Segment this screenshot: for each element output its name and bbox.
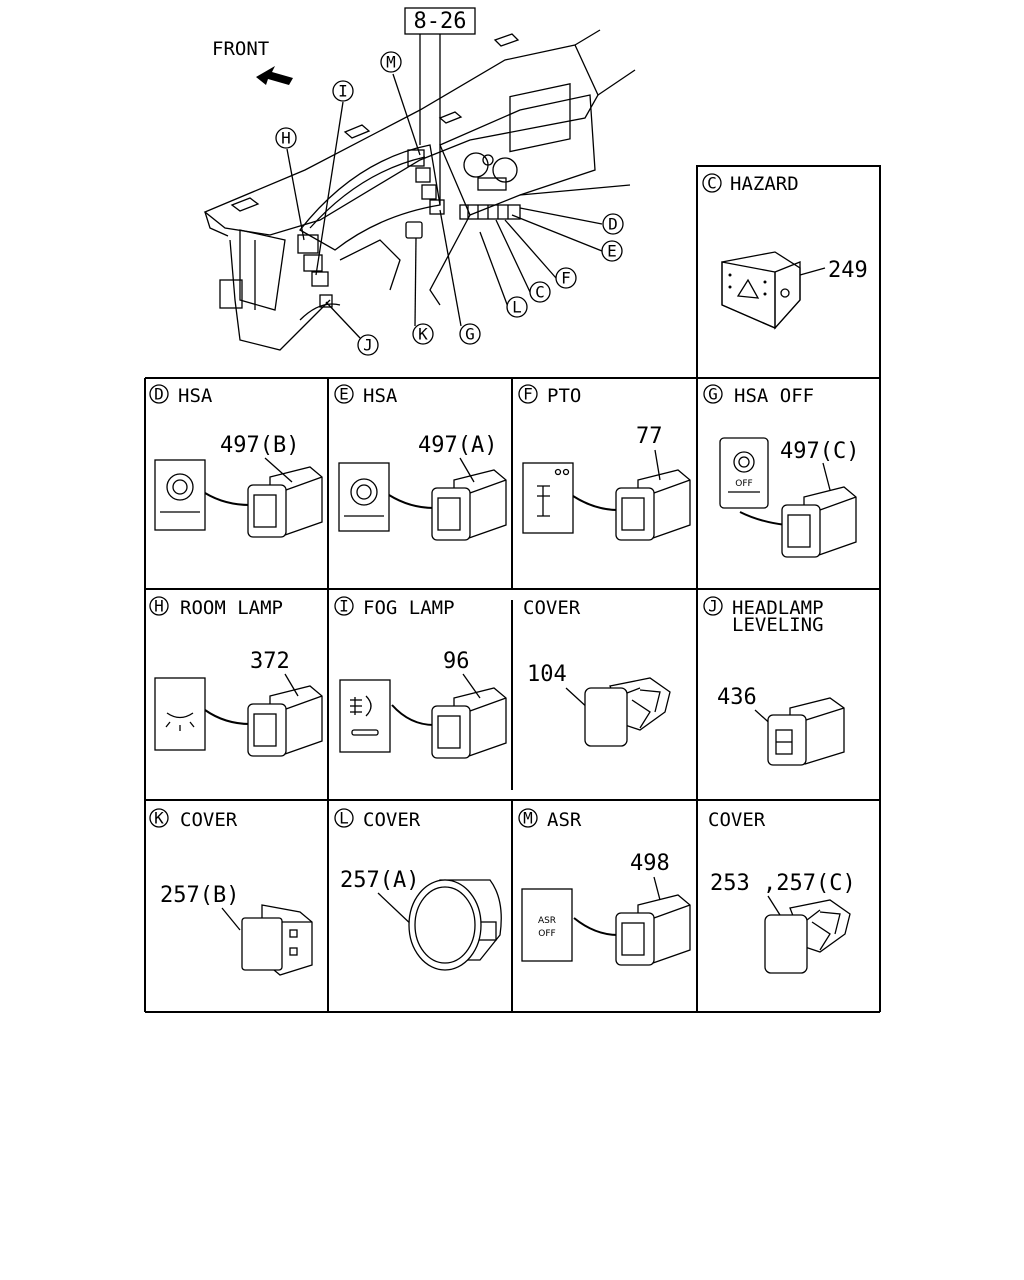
part-number: 249	[828, 258, 868, 283]
panel-title: COVER	[180, 809, 238, 831]
panel-letter: C	[707, 174, 717, 193]
callout-i: I	[338, 82, 348, 101]
panel-title-line2: LEVELING	[732, 614, 824, 636]
hazard-switch-icon	[721, 251, 801, 330]
callout-d: D	[608, 215, 618, 234]
panel-pto: F PTO 77	[518, 384, 691, 541]
panel-room-lamp: H ROOM LAMP 372	[149, 596, 323, 757]
callout-l: L	[512, 298, 522, 317]
part-number: 497(B)	[220, 433, 299, 458]
hsa-label-icon	[338, 462, 390, 532]
overview-callouts: M I H D E F C L G K J	[275, 51, 624, 356]
part-number: 372	[250, 649, 290, 674]
round-cover-icon	[408, 879, 502, 971]
hsa-label-icon	[154, 459, 206, 531]
leveling-switch-icon	[767, 697, 845, 766]
panel-hazard: C HAZARD 249	[702, 173, 868, 330]
panel-letter: J	[708, 597, 718, 616]
callout-j: J	[363, 336, 373, 355]
panel-hsa-b: D HSA 497(B)	[149, 384, 323, 538]
part-number: 497(C)	[780, 439, 859, 464]
panel-title: HAZARD	[730, 173, 799, 195]
pto-label-icon	[522, 462, 574, 534]
panel-asr: M ASR 498 ASR OFF	[518, 808, 691, 966]
panel-headlamp-leveling: J HEADLAMP LEVELING 436	[703, 596, 845, 766]
panel-title: HSA OFF	[734, 385, 814, 407]
switch-body-icon	[431, 687, 507, 759]
panel-title: PTO	[547, 385, 581, 407]
dashboard-overview: 8-26 FRONT	[203, 7, 636, 351]
reference-number: 8-26	[414, 9, 467, 34]
panel-hsa-a: E HSA 497(A)	[334, 384, 507, 541]
panel-letter: I	[339, 597, 349, 616]
panel-hsa-off: G HSA OFF 497(C) OFF	[703, 384, 859, 558]
part-number: 436	[717, 685, 757, 710]
callout-h: H	[281, 129, 291, 148]
panel-letter: K	[154, 809, 164, 828]
asr-label-icon	[521, 888, 573, 962]
callout-g: G	[465, 325, 475, 344]
blank-cover-icon	[241, 904, 313, 976]
panel-cover-257b: K COVER 257(B)	[149, 808, 313, 976]
part-number: 498	[630, 851, 670, 876]
part-number: 257(B)	[160, 883, 239, 908]
callout-m: M	[386, 53, 396, 72]
part-number: 497(A)	[418, 433, 497, 458]
panel-letter: H	[154, 597, 164, 616]
panel-title: ASR	[547, 809, 582, 831]
panel-cover-253-257c: COVER 253 ,257(C)	[708, 809, 856, 974]
switch-text-line2: OFF	[538, 929, 555, 939]
cover-icon	[764, 899, 851, 974]
callout-e: E	[607, 242, 617, 261]
callout-f: F	[561, 269, 571, 288]
panel-cover-257a: L COVER 257(A)	[334, 808, 502, 971]
front-label: FRONT	[212, 38, 269, 60]
panel-letter: D	[154, 385, 164, 404]
fog-lamp-label-icon	[339, 679, 391, 753]
panel-title: COVER	[523, 597, 581, 619]
switch-body-icon	[615, 894, 691, 966]
switch-text: OFF	[735, 479, 752, 489]
panel-title: ROOM LAMP	[180, 597, 283, 619]
part-number: 96	[443, 649, 470, 674]
panel-title: COVER	[708, 809, 766, 831]
callout-k: K	[418, 325, 428, 344]
panel-fog-lamp: I FOG LAMP 96	[334, 596, 507, 759]
panel-title-line1: HEADLAMP	[732, 597, 824, 619]
part-number: 257(A)	[340, 868, 419, 893]
panel-title: COVER	[363, 809, 421, 831]
hsa-off-label-icon	[719, 437, 769, 509]
switch-text-line1: ASR	[538, 916, 556, 926]
panel-cover-104: COVER 104	[523, 597, 671, 747]
switch-body-icon	[431, 469, 507, 541]
switch-body-icon	[615, 469, 691, 541]
part-number: 77	[636, 424, 663, 449]
panel-letter: F	[523, 385, 533, 404]
room-lamp-label-icon	[154, 677, 206, 751]
callout-c: C	[535, 283, 545, 302]
panel-letter: E	[339, 385, 349, 404]
panel-title: HSA	[178, 385, 213, 407]
panel-letter: M	[523, 809, 533, 828]
part-number: 104	[527, 662, 567, 687]
front-arrow-icon	[256, 66, 293, 85]
switch-body-icon	[247, 466, 323, 538]
cover-icon	[584, 677, 671, 747]
panel-title: FOG LAMP	[363, 597, 455, 619]
panel-letter: G	[708, 385, 718, 404]
panel-grid	[144, 165, 881, 1013]
panel-title: HSA	[363, 385, 398, 407]
panel-letter: L	[339, 809, 349, 828]
switch-body-icon	[781, 486, 857, 558]
switch-body-icon	[247, 685, 323, 757]
part-number: 253 ,257(C)	[710, 871, 856, 896]
